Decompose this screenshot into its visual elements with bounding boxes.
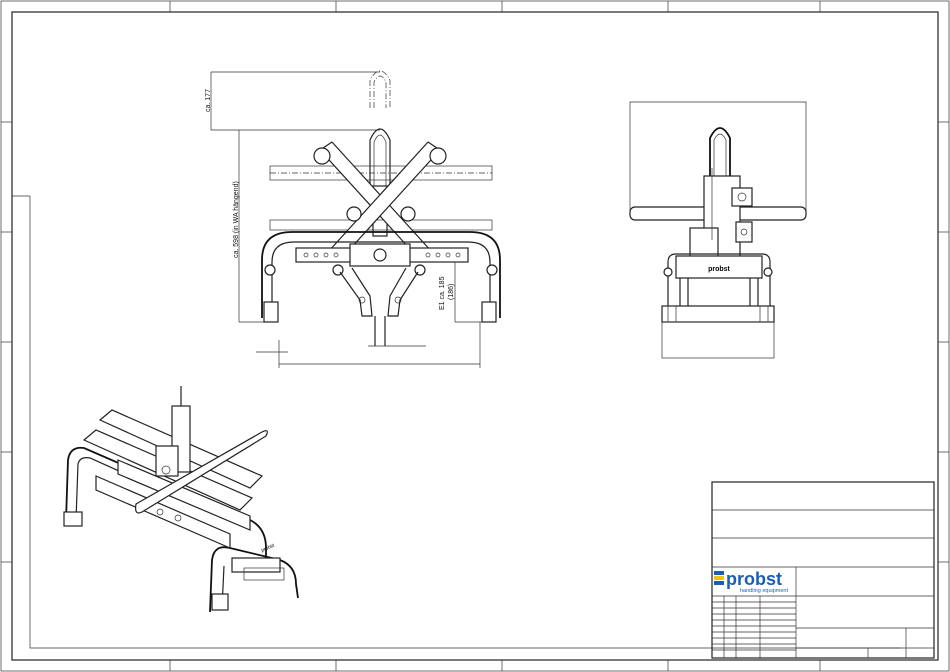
dimension-total-height: ca. 598 (in WA hängend) — [233, 181, 240, 258]
dimension-e1-sub: (186) — [448, 284, 455, 300]
title-block: probst handling equipment — [712, 482, 934, 658]
logo-tagline: handling equipment — [740, 588, 788, 594]
logo-wordmark: probst — [726, 569, 782, 589]
dimension-e1: E1 ca. 185 — [439, 276, 446, 310]
dimension-top-height: ca. 177 — [205, 89, 212, 112]
probst-logo: probst handling equipment — [714, 569, 788, 594]
isometric-view-drawing: probst — [64, 386, 298, 612]
side-view-drawing: probst — [630, 102, 806, 358]
brand-plate-label: probst — [708, 266, 730, 273]
iso-brand-plate: probst — [260, 542, 276, 553]
front-view-drawing: ca. 177 ca. 598 (in WA hängend) E1 ca. 1… — [205, 71, 500, 368]
